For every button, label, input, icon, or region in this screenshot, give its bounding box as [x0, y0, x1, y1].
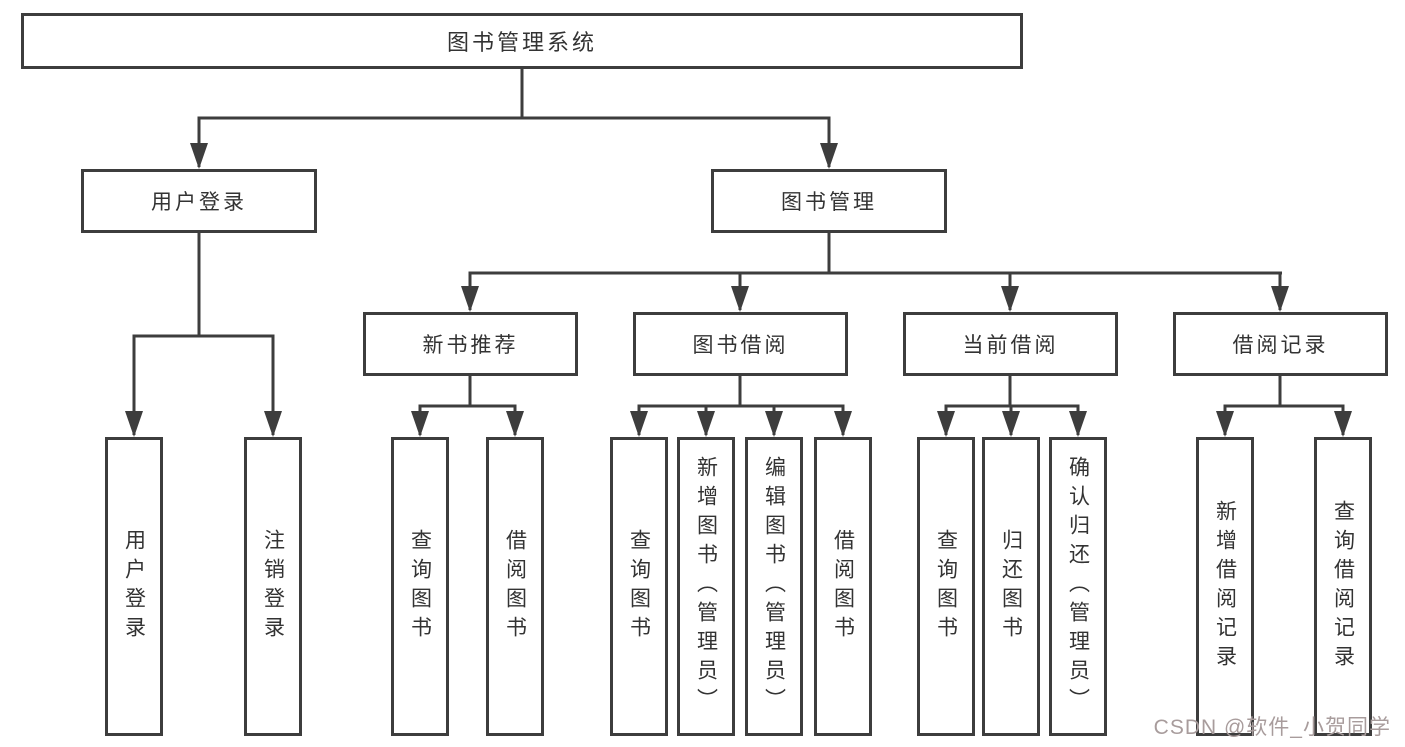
- node-library-management-system: 图书管理系统: [21, 13, 1023, 69]
- node-label: 借阅图书: [831, 528, 855, 645]
- node-new-book-recommendation: 新书推荐: [363, 312, 578, 376]
- node-label: 用户登录: [122, 528, 146, 645]
- leaf-recommend-borrow-books: 借阅图书: [486, 437, 544, 736]
- leaf-user-login: 用户登录: [105, 437, 163, 736]
- leaf-return-books: 归还图书: [982, 437, 1040, 736]
- node-label: 确认归还（管理员）: [1066, 456, 1090, 717]
- node-label: 查询借阅记录: [1331, 499, 1355, 674]
- node-label: 编辑图书（管理员）: [762, 456, 786, 717]
- csdn-watermark: CSDN @软件_小贺同学: [1153, 716, 1391, 739]
- node-current-borrowing: 当前借阅: [903, 312, 1118, 376]
- leaf-edit-books-admin: 编辑图书（管理员）: [745, 437, 803, 736]
- node-label: 查询图书: [627, 528, 651, 645]
- node-book-management: 图书管理: [711, 169, 947, 233]
- node-book-borrowing: 图书借阅: [633, 312, 848, 376]
- leaf-borrowing-query-books: 查询图书: [610, 437, 668, 736]
- node-label: 图书管理: [781, 191, 877, 214]
- node-label: 图书借阅: [692, 334, 789, 357]
- leaf-logout: 注销登录: [244, 437, 302, 736]
- leaf-confirm-return-admin: 确认归还（管理员）: [1049, 437, 1107, 736]
- node-user-login: 用户登录: [81, 169, 317, 233]
- node-label: 新增借阅记录: [1213, 499, 1237, 674]
- node-label: 借阅记录: [1232, 334, 1329, 357]
- leaf-add-borrow-record: 新增借阅记录: [1196, 437, 1254, 736]
- node-label: 注销登录: [261, 528, 285, 645]
- leaf-borrow-books: 借阅图书: [814, 437, 872, 736]
- node-label: 查询图书: [934, 528, 958, 645]
- node-label: 当前借阅: [962, 334, 1059, 357]
- leaf-query-borrow-record: 查询借阅记录: [1314, 437, 1372, 736]
- node-label: 新增图书（管理员）: [694, 456, 718, 717]
- leaf-add-books-admin: 新增图书（管理员）: [677, 437, 735, 736]
- node-label: 新书推荐: [422, 334, 519, 357]
- node-label: 查询图书: [408, 528, 432, 645]
- leaf-current-query-books: 查询图书: [917, 437, 975, 736]
- node-borrowing-records: 借阅记录: [1173, 312, 1388, 376]
- node-label: 用户登录: [151, 191, 247, 214]
- node-label: 借阅图书: [503, 528, 527, 645]
- leaf-recommend-query-books: 查询图书: [391, 437, 449, 736]
- node-label: 归还图书: [999, 528, 1023, 645]
- node-label: 图书管理系统: [446, 30, 597, 55]
